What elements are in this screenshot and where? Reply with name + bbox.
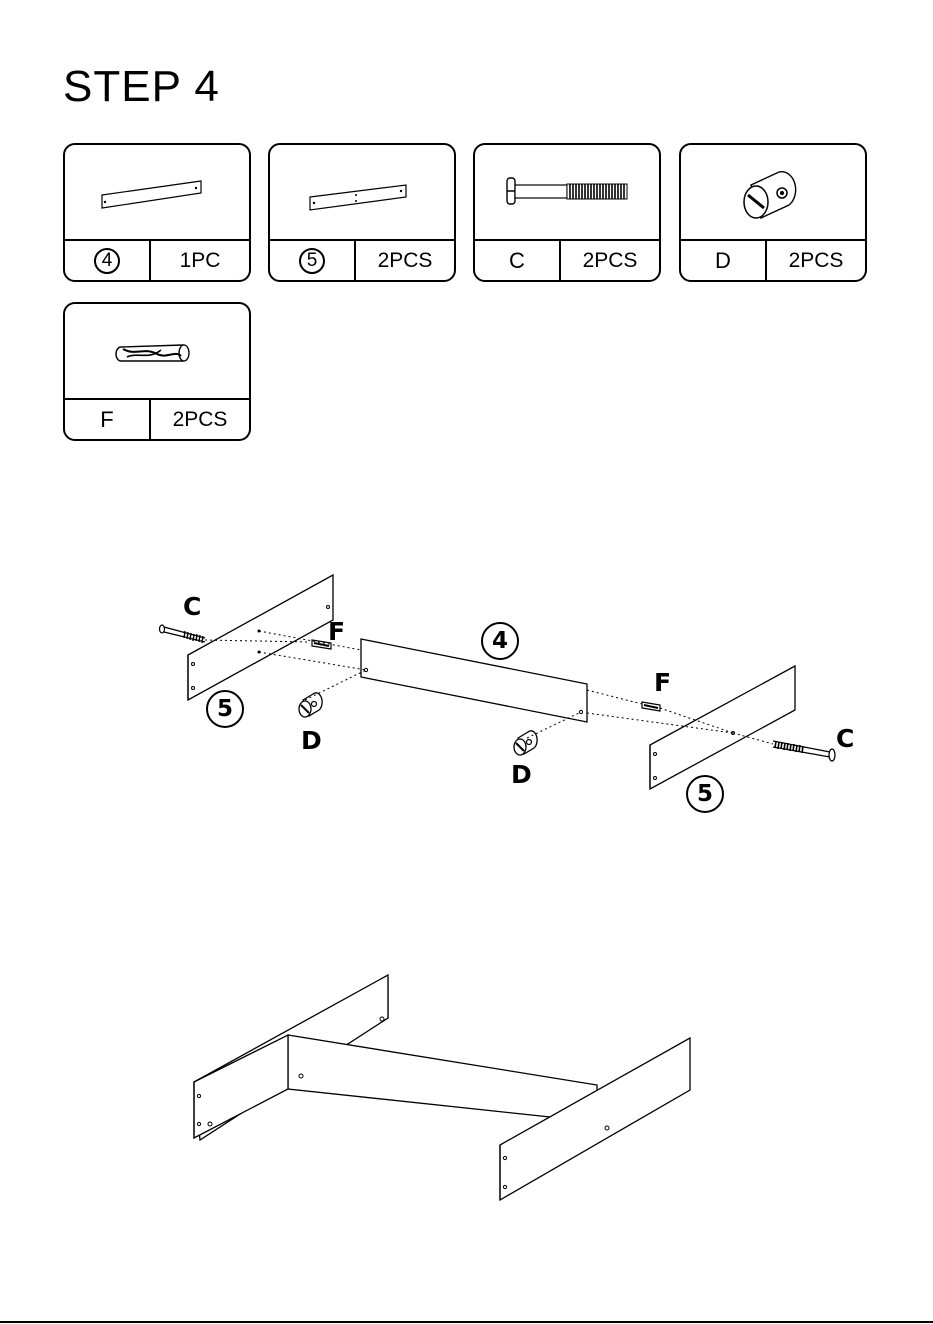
dowel-f-right xyxy=(642,702,660,711)
label-f-right: F xyxy=(654,668,671,697)
label-panel-4: 4 xyxy=(481,622,519,660)
cam-nut-d-right xyxy=(514,731,537,755)
label-f-left: F xyxy=(328,617,345,646)
cam-nut-d-left xyxy=(299,693,322,717)
bolt-c-left xyxy=(160,625,206,643)
right-side-panel xyxy=(650,666,795,789)
label-c-left: C xyxy=(183,592,201,621)
assembled-frame xyxy=(194,975,690,1200)
bolt-c-right xyxy=(773,741,835,761)
label-d-right: D xyxy=(511,760,532,789)
label-d-left: D xyxy=(301,726,322,755)
page-bottom-rule xyxy=(0,1321,933,1323)
label-panel-5-right: 5 xyxy=(686,775,724,813)
label-c-right: C xyxy=(836,724,854,753)
center-panel xyxy=(361,639,587,722)
left-side-panel xyxy=(188,575,333,700)
label-panel-5-left: 5 xyxy=(206,690,244,728)
